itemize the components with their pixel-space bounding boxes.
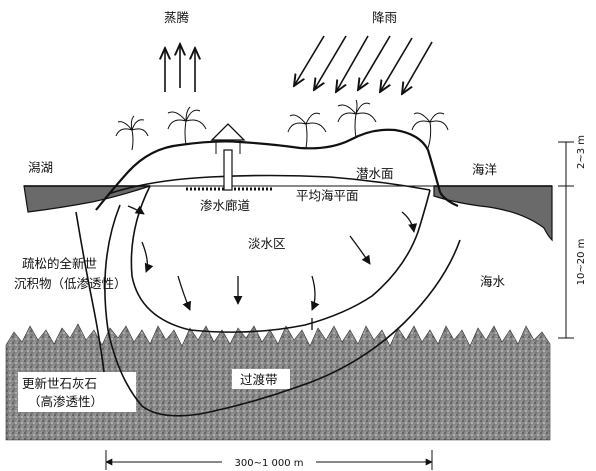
rain-arrow-1	[294, 35, 325, 86]
transition-label: 过渡带	[240, 372, 278, 387]
freshwater-lens-boundary	[130, 185, 431, 333]
height-lens-label: 10~20 m	[576, 239, 587, 286]
ocean-label: 海洋	[472, 162, 497, 177]
evaporation-label: 蒸腾	[164, 10, 190, 25]
palm-tree-3	[287, 112, 327, 149]
flow-arrow-6	[401, 211, 418, 233]
rain-arrow-6	[402, 41, 433, 94]
transition-zone-base	[104, 204, 461, 417]
lagoon-water	[23, 185, 151, 213]
rain-arrow-3	[336, 35, 369, 92]
well-shaft	[223, 149, 233, 191]
well-roof	[210, 123, 246, 141]
palm-tree-1	[115, 115, 149, 151]
rain-label: 降雨	[372, 10, 397, 25]
island-ground-surface	[95, 128, 459, 211]
width-label-bg	[222, 454, 316, 470]
flow-arrow-7	[127, 205, 145, 215]
holocene-boundary-left	[75, 211, 105, 373]
palm-tree-2	[167, 106, 207, 146]
pleistocene-label-bg	[18, 372, 136, 412]
width-label: 300~1 000 m	[234, 458, 303, 469]
flow-arrow-1	[141, 241, 154, 273]
rain-arrow-4	[358, 35, 391, 90]
water-table-line	[107, 174, 431, 195]
holocene-label-line2: 沉积物（低渗透性）	[14, 276, 127, 291]
palm-tree-5	[411, 112, 449, 149]
ocean-water	[433, 185, 553, 242]
water-table-label: 潜水面	[356, 166, 394, 181]
flow-arrow-2	[177, 275, 191, 311]
fresh-zone-label: 淡水区	[248, 236, 286, 251]
mean-sea-level-label: 平均海平面	[296, 188, 359, 203]
rain-arrow-5	[380, 37, 413, 92]
pleistocene-label-line2: （高渗透性）	[28, 394, 103, 409]
flow-arrow-5	[349, 235, 371, 265]
rain-arrow-2	[314, 35, 347, 90]
height-top-label: 2~3 m	[576, 135, 587, 169]
lagoon-label: 潟湖	[28, 160, 53, 175]
gallery-label: 渗水廊道	[200, 198, 251, 213]
pleistocene-label-line1: 更新世石灰石	[22, 376, 97, 391]
flow-arrow-4	[311, 275, 320, 311]
transition-label-bg	[232, 369, 290, 389]
holocene-label-line1: 疏松的全新世	[22, 256, 97, 271]
palm-tree-4	[337, 99, 377, 139]
seawater-label: 海水	[480, 274, 506, 289]
